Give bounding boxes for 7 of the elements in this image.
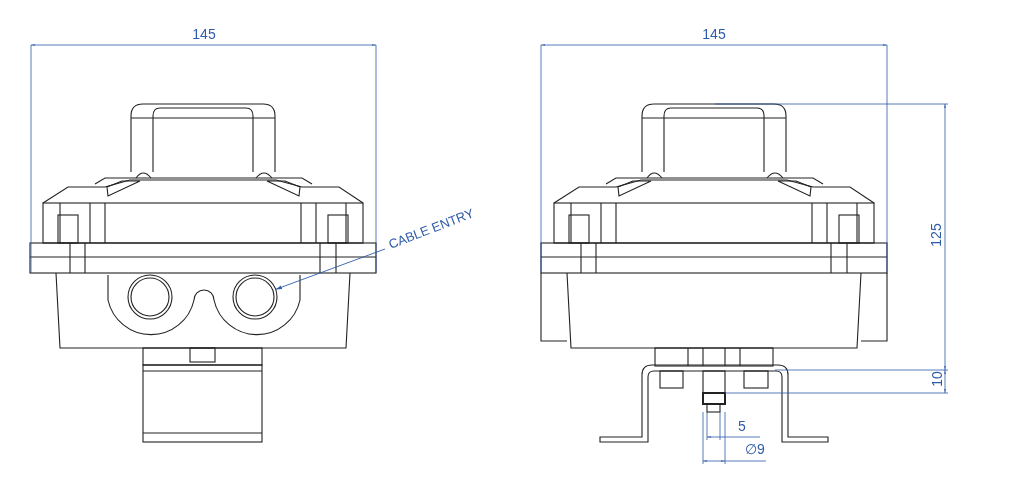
dimension-label: 145 <box>701 27 727 41</box>
dimension-label: 5 <box>737 419 747 433</box>
dimension-label: 125 <box>929 222 943 249</box>
dimension-label: 145 <box>191 27 217 41</box>
dimension-label: ∅9 <box>744 442 766 456</box>
dimension-label: 10 <box>930 370 944 389</box>
cable-entry-hole <box>232 274 278 320</box>
